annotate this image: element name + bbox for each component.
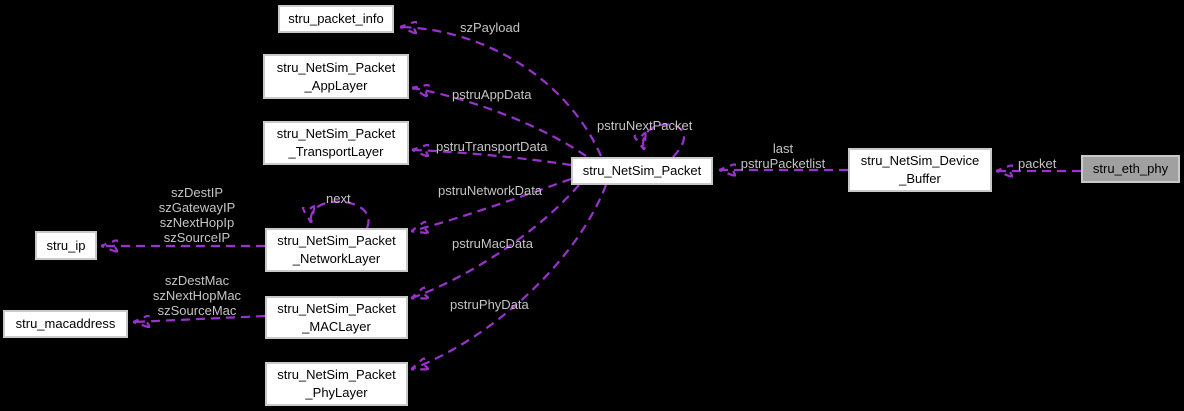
node-stru-netsim-packet-applayer[interactable]: stru_NetSim_Packet _AppLayer xyxy=(263,54,409,99)
node-stru-packet-info[interactable]: stru_packet_info xyxy=(278,5,394,33)
node-stru-netsim-packet-networklayer[interactable]: stru_NetSim_Packet _NetworkLayer xyxy=(265,228,408,272)
edge-label-next: next xyxy=(326,191,351,206)
node-stru-netsim-packet[interactable]: stru_NetSim_Packet xyxy=(571,157,713,185)
edge-label-ip-fields: szDestIP szGatewayIP szNextHopIp szSourc… xyxy=(158,185,236,245)
node-stru-netsim-packet-transportlayer[interactable]: stru_NetSim_Packet _TransportLayer xyxy=(263,121,409,165)
edge-mac-fields xyxy=(134,316,266,322)
edge-pstruappdata xyxy=(413,88,587,157)
edge-pstrunextpacket-selfloop xyxy=(643,123,686,157)
edge-label-pstrunetworkdata: pstruNetworkData xyxy=(438,183,543,198)
edge-szpayload xyxy=(401,27,603,157)
edge-label-mac-fields: szDestMac szNextHopMac szSourceMac xyxy=(152,273,242,318)
node-stru-netsim-packet-maclayer[interactable]: stru_NetSim_Packet _MACLayer xyxy=(265,296,408,339)
edge-label-pstrumacdata: pstruMacData xyxy=(452,236,533,251)
edge-label-packet: packet xyxy=(1018,156,1057,171)
node-stru-netsim-device-buffer[interactable]: stru_NetSim_Device _Buffer xyxy=(848,148,992,192)
edge-pstrunetworkdata xyxy=(412,177,572,231)
node-stru-ip[interactable]: stru_ip xyxy=(35,231,97,260)
edge-label-last-packetlist: last pstruPacketlist xyxy=(740,141,826,171)
edge-label-pstrunextpacket: pstruNextPacket xyxy=(597,118,693,133)
node-stru-macaddress[interactable]: stru_macaddress xyxy=(3,310,128,338)
node-stru-eth-phy-current: stru_eth_phy xyxy=(1081,155,1180,183)
edge-label-pstruappdata: pstruAppData xyxy=(452,87,532,102)
edge-label-szpayload: szPayload xyxy=(460,20,520,35)
edge-pstrumacdata xyxy=(412,184,580,298)
edge-pstruphydata xyxy=(412,184,608,369)
edge-label-pstruphydata: pstruPhyData xyxy=(450,297,529,312)
edge-next-selfloop xyxy=(311,200,370,228)
edge-label-pstrutransportdata: pstruTransportData xyxy=(436,139,548,154)
node-stru-netsim-packet-phylayer[interactable]: stru_NetSim_Packet _PhyLayer xyxy=(265,362,408,406)
edge-pstrutransportdata xyxy=(413,150,572,165)
